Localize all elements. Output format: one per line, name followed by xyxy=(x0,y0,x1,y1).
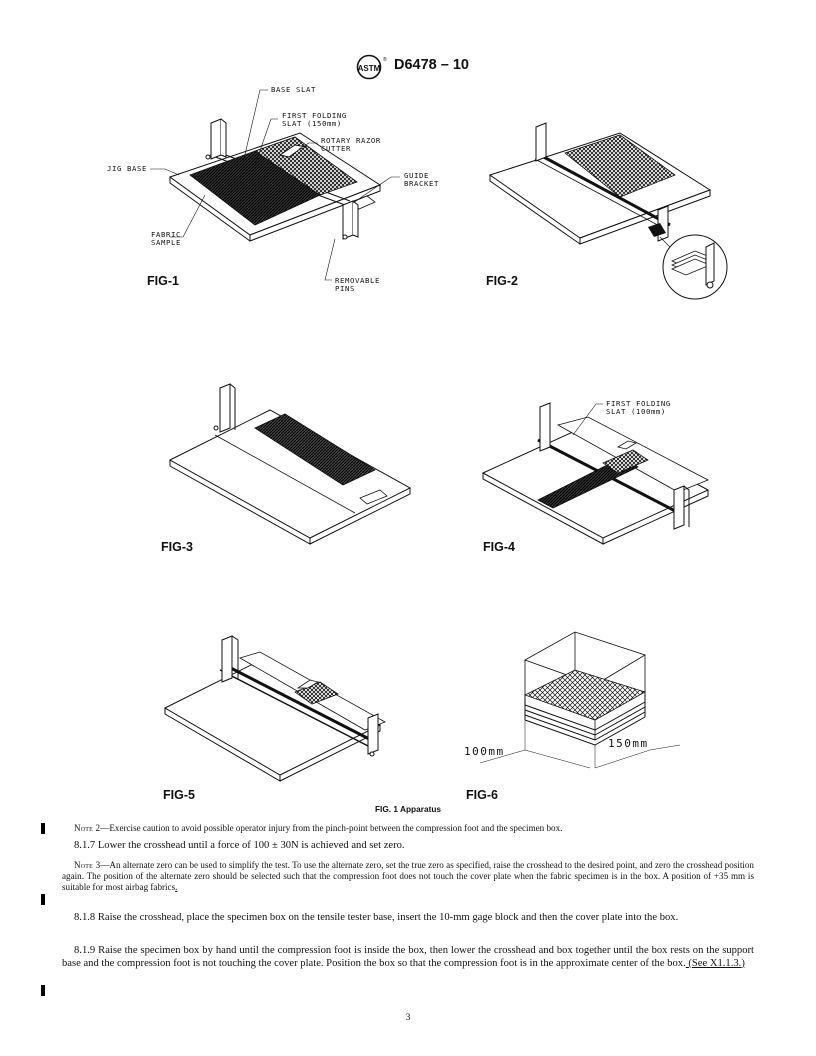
astm-logo-icon: ASTM ® xyxy=(356,54,387,80)
revision-bar-1 xyxy=(41,823,45,834)
svg-text:ASTM: ASTM xyxy=(358,64,381,73)
para-8-1-7: 8.1.7 Lower the crosshead until a force … xyxy=(74,840,405,851)
callout-first-folding-slat: FIRST FOLDING SLAT (150mm) xyxy=(282,111,347,128)
note-2: Note 2—Exercise caution to avoid possibl… xyxy=(74,823,754,834)
callout-base-slat: BASE SLAT xyxy=(271,85,316,94)
figure-4: FIRST FOLDING SLAT (100mm) FIG-4 xyxy=(478,395,748,560)
note-2-label: Note 2 xyxy=(74,823,101,833)
figure-5: FIG-5 xyxy=(160,630,410,805)
revision-bar-2 xyxy=(41,894,45,905)
fig-3-label: FIG-3 xyxy=(161,540,193,554)
para-8-1-9-inserted: (See X1.1.3.) xyxy=(685,957,745,969)
figure-2: FIG-2 xyxy=(470,115,740,300)
dimension-150mm: 150mm xyxy=(608,737,649,750)
fig-2-label: FIG-2 xyxy=(486,274,518,288)
standard-designation: D6478 – 10 xyxy=(394,57,469,73)
callout-jig-base: JIG BASE xyxy=(107,164,147,173)
note-2-text: —Exercise caution to avoid possible oper… xyxy=(100,823,563,833)
callout-fabric-sample: FABRIC SAMPLE xyxy=(151,230,181,247)
fig-4-label: FIG-4 xyxy=(483,540,515,554)
note-3-text: —An alternate zero can be used to simpli… xyxy=(62,860,754,893)
revision-bar-3 xyxy=(41,985,45,996)
para-8-1-9: 8.1.9 Raise the specimen box by hand unt… xyxy=(62,945,754,970)
figure-3: FIG-3 xyxy=(155,380,425,560)
page-number: 3 xyxy=(405,1013,411,1023)
para-8-1-9-text: 8.1.9 Raise the specimen box by hand unt… xyxy=(62,945,754,969)
figure-6: 100mm 150mm FIG-6 xyxy=(450,600,700,805)
fig-1-label: FIG-1 xyxy=(147,274,179,288)
dimension-100mm: 100mm xyxy=(464,745,505,758)
callout-rotary-razor-cutter: ROTARY RAZOR CUTTER xyxy=(321,136,381,153)
callout-guide-bracket: GUIDE BRACKET xyxy=(404,171,439,188)
callout-removable-pins: REMOVABLE PINS xyxy=(335,276,380,293)
page-header: ASTM ® D6478 – 10 xyxy=(0,54,816,80)
callout-first-folding-slat-100: FIRST FOLDING SLAT (100mm) xyxy=(606,399,671,416)
svg-text:®: ® xyxy=(383,56,387,63)
figure-1: BASE SLAT FIRST FOLDING SLAT (150mm) ROT… xyxy=(95,85,475,300)
fig-6-label: FIG-6 xyxy=(466,788,498,802)
figure-caption: FIG. 1 Apparatus xyxy=(374,804,442,814)
note-3-inserted: . xyxy=(175,882,178,893)
para-8-1-8: 8.1.8 Raise the crosshead, place the spe… xyxy=(74,912,679,923)
note-3: Note 3—An alternate zero can be used to … xyxy=(62,860,754,894)
note-3-label: Note 3 xyxy=(74,860,101,870)
fig-5-label: FIG-5 xyxy=(163,788,195,802)
